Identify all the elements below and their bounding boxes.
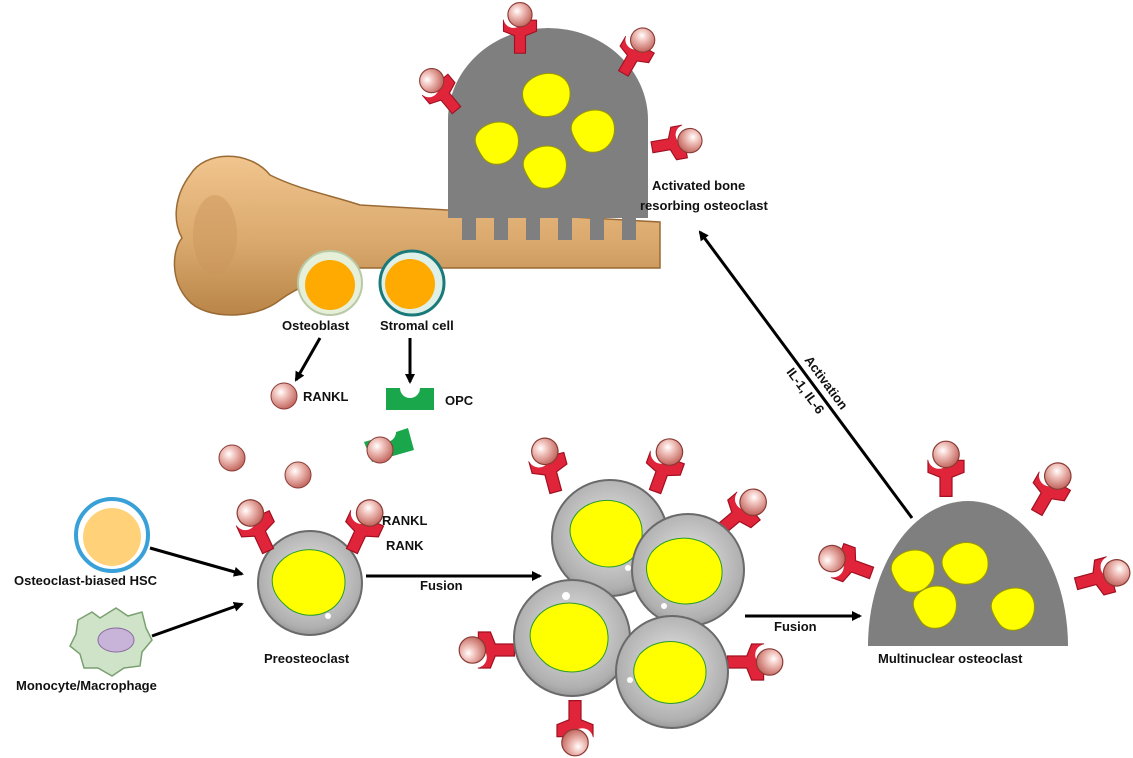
nucleus-icon <box>271 549 346 616</box>
arrow-activation <box>698 230 914 519</box>
fusion-2-label: Fusion <box>774 619 817 634</box>
nucleus-icon <box>569 499 643 568</box>
monocyte-label: Monocyte/Macrophage <box>16 678 157 693</box>
opc-label: OPC <box>445 393 474 408</box>
opc-bound-rankl <box>364 428 414 464</box>
rank-receptor-icon <box>1070 551 1133 602</box>
nucleus-icon <box>990 587 1035 631</box>
preosteoclast-label: Preosteoclast <box>264 651 350 666</box>
stromal-cell <box>378 249 446 317</box>
rank-receptor-icon <box>1020 455 1081 523</box>
rank-receptor-icon <box>812 536 879 591</box>
osteoclast-biased-hsc <box>74 497 150 573</box>
activated-osteoclast <box>410 2 706 240</box>
nucleus-icon <box>570 109 615 153</box>
monocyte-macrophage <box>69 607 153 677</box>
nucleus-icon <box>522 145 567 189</box>
rankl-ligand-icon <box>284 461 312 489</box>
stromal-cell-label: Stromal cell <box>380 318 454 333</box>
osteoblast-label: Osteoblast <box>282 318 350 333</box>
arrow-osteoblast-to-rankl <box>294 337 322 382</box>
hsc-label: Osteoclast-biased HSC <box>14 573 158 588</box>
rank-receptor-icon <box>648 121 706 165</box>
rankl-ligand-icon <box>218 444 246 472</box>
activated-osteoclast-label-2: resorbing osteoclast <box>640 198 769 213</box>
nucleus-icon <box>522 72 571 118</box>
rank-receptor-icon <box>556 699 594 757</box>
rankl-free-label: RANKL <box>303 389 349 404</box>
rankl-ligand-icon <box>270 382 298 410</box>
nucleus-icon <box>633 641 707 704</box>
rank-receptor-icon <box>523 433 574 498</box>
multinuclear-osteoclast-label: Multinuclear osteoclast <box>878 651 1023 666</box>
nucleus-icon <box>646 537 723 605</box>
arrow-monocyte-to-preosteoclast <box>151 601 244 638</box>
activated-osteoclast-label-1: Activated bone <box>652 178 745 193</box>
nucleus-icon <box>890 549 935 593</box>
fusion-1-label: Fusion <box>420 578 463 593</box>
fusing-cell-cluster <box>458 432 784 757</box>
nucleus-icon <box>941 542 989 585</box>
rankl-bound-label: RANKL <box>382 513 428 528</box>
bone <box>173 155 661 316</box>
opc-decoy-icon <box>386 388 434 410</box>
rank-receptor-icon <box>726 643 784 681</box>
osteoblast <box>297 250 363 316</box>
rank-receptor-icon <box>637 432 692 499</box>
arrow-hsc-to-preosteoclast <box>149 546 244 577</box>
rank-label: RANK <box>386 538 424 553</box>
preosteoclast <box>227 492 393 636</box>
nucleus-icon <box>474 121 519 165</box>
multinuclear-osteoclast <box>812 440 1133 646</box>
nucleus-icon <box>529 602 609 673</box>
nucleus-icon <box>912 585 957 629</box>
rank-receptor-icon <box>458 631 516 669</box>
rank-receptor-icon <box>927 440 965 497</box>
